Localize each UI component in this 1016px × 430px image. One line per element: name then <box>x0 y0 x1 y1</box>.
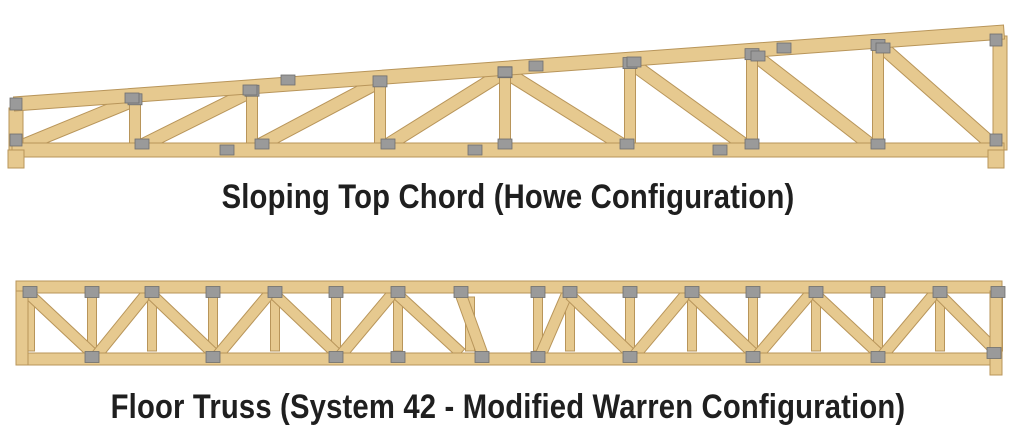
connector-plate <box>280 74 296 86</box>
connector-plate <box>390 351 406 363</box>
connector-plate <box>242 84 258 96</box>
connector-plate <box>134 138 150 150</box>
bearing-block <box>987 149 1005 169</box>
connector-plate <box>989 133 1003 147</box>
connector-plate <box>744 138 760 150</box>
web-diagonal <box>565 290 635 358</box>
sloping-top-chord-truss <box>7 24 1008 169</box>
connector-plate <box>989 33 1003 47</box>
web-vertical <box>624 62 636 151</box>
web-diagonal <box>270 290 341 358</box>
connector-plate <box>453 286 469 298</box>
connector-plate <box>776 42 792 54</box>
connector-plate <box>622 286 638 298</box>
top-chord <box>15 280 1003 294</box>
connector-plate <box>9 133 23 147</box>
connector-plate <box>875 42 891 54</box>
connector-plate <box>328 286 344 298</box>
web-diagonal <box>876 41 1000 152</box>
connector-plate <box>870 138 886 150</box>
connector-plate <box>205 286 221 298</box>
web-diagonal <box>504 68 629 153</box>
connector-plate <box>328 351 344 363</box>
connector-plate <box>22 286 38 298</box>
web-diagonal <box>687 290 758 358</box>
web-vertical <box>872 44 884 151</box>
connector-plate <box>84 351 100 363</box>
connector-plate <box>684 286 700 298</box>
web-diagonal <box>629 59 751 152</box>
connector-plate <box>619 138 635 150</box>
connector-plate <box>808 286 824 298</box>
connector-plate <box>124 92 140 104</box>
connector-plate <box>467 144 483 156</box>
sloping-truss-caption: Sloping Top Chord (Howe Configuration) <box>221 178 795 216</box>
connector-plate <box>745 351 761 363</box>
end-block <box>989 290 1003 376</box>
connector-plate <box>626 56 642 68</box>
web-diagonal <box>393 290 466 358</box>
web-diagonal <box>147 290 218 358</box>
connector-plate <box>990 286 1006 298</box>
connector-plate <box>380 138 396 150</box>
connector-plate <box>205 351 221 363</box>
connector-plate <box>870 351 886 363</box>
connector-plate <box>986 347 1002 359</box>
web-vertical <box>992 35 1008 151</box>
connector-plate <box>497 138 513 150</box>
connector-plate <box>267 286 283 298</box>
connector-plate <box>530 286 546 298</box>
floor-truss <box>15 280 1006 376</box>
connector-plate <box>745 286 761 298</box>
floor-truss-caption: Floor Truss (System 42 - Modified Warren… <box>110 388 906 426</box>
web-diagonal <box>25 290 97 358</box>
web-diagonal <box>751 50 877 152</box>
web-vertical <box>746 53 758 151</box>
connector-plate <box>144 286 160 298</box>
connector-plate <box>219 144 235 156</box>
connector-plate <box>372 75 388 88</box>
web-vertical <box>499 71 511 151</box>
connector-plate <box>932 286 948 298</box>
connector-plate <box>622 351 638 363</box>
web-diagonal <box>811 290 883 358</box>
connector-plate <box>530 351 546 363</box>
connector-plate <box>84 286 100 298</box>
connector-plate <box>497 66 513 78</box>
connector-plate <box>474 351 490 363</box>
connector-plate <box>750 50 766 62</box>
connector-plate <box>254 138 270 150</box>
connector-plate <box>390 286 406 298</box>
bottom-chord <box>15 352 1003 366</box>
connector-plate <box>870 286 886 298</box>
connector-plate <box>562 286 578 298</box>
bearing-block <box>7 149 25 169</box>
connector-plate <box>9 97 23 111</box>
connector-plate <box>712 144 728 156</box>
end-block <box>15 290 29 366</box>
connector-plate <box>528 60 544 72</box>
